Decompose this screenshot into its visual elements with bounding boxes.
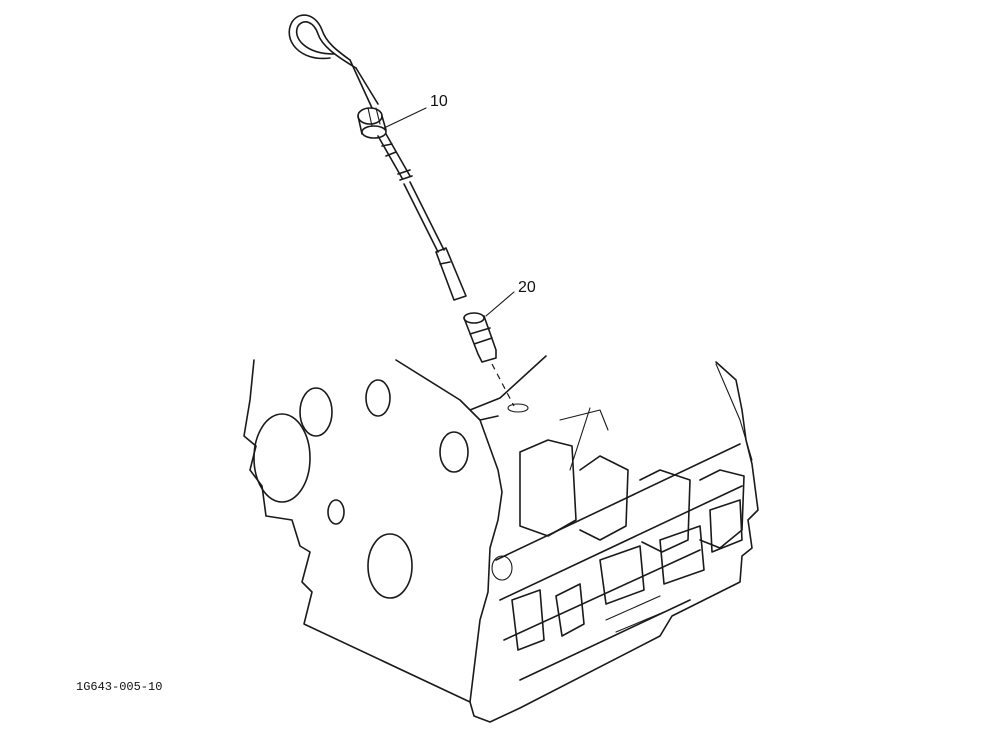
side-face-ribs [495, 363, 753, 681]
block-outline [243, 359, 759, 723]
guide-tube: 20 [463, 279, 536, 413]
dipstick-handle-loop [288, 14, 357, 69]
dipstick-grommet [357, 107, 387, 139]
callout-20-label: 20 [518, 279, 536, 296]
figure-code: 1G643-005-10 [76, 680, 162, 694]
dipstick-upper-shaft [349, 59, 379, 109]
guide-tube-body [463, 315, 497, 363]
front-face-edge [469, 419, 503, 703]
block-top-deck [395, 355, 547, 421]
insertion-hole [507, 403, 529, 413]
dipstick-blade [403, 181, 445, 253]
callout-20-leader [485, 291, 515, 317]
dipstick-sleeve [377, 133, 413, 181]
guide-tube-top [463, 312, 485, 324]
engine-block [243, 355, 759, 723]
dipstick-gauge-end [435, 247, 467, 301]
insertion-path [491, 363, 515, 407]
callout-10-label: 10 [430, 93, 448, 110]
dipstick: 10 [288, 14, 467, 301]
front-face-bores [253, 379, 513, 599]
callout-10-leader [383, 107, 427, 129]
